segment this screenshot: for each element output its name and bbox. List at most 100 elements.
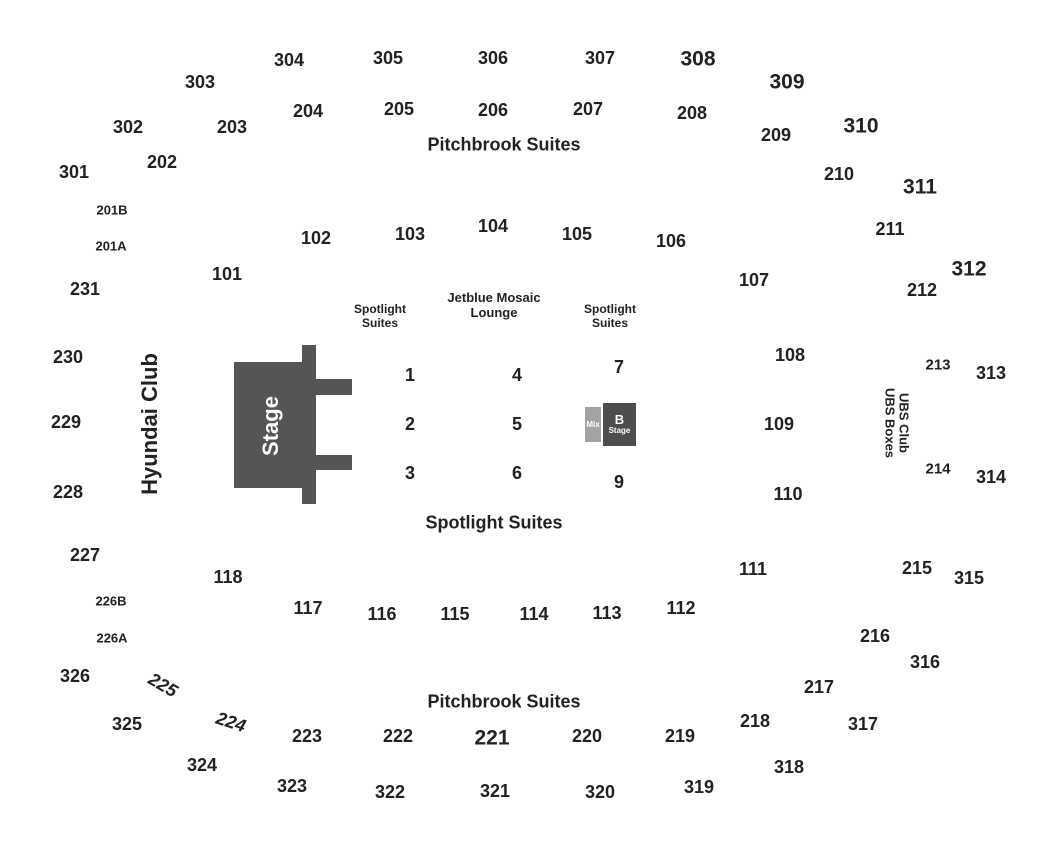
section-227[interactable]: 227 [69, 545, 101, 565]
section-317[interactable]: 317 [847, 714, 879, 734]
section-221[interactable]: 221 [474, 726, 510, 750]
section-114[interactable]: 114 [519, 604, 549, 624]
section-211[interactable]: 211 [875, 219, 905, 239]
ubs-club-label: UBS Club UBS Boxes [882, 388, 911, 458]
hyundai-club-label: Hyundai Club [137, 353, 162, 495]
section-104[interactable]: 104 [477, 216, 509, 236]
b-stage[interactable]: B Stage [603, 403, 636, 446]
section-315[interactable]: 315 [953, 568, 985, 588]
section-222[interactable]: 222 [382, 726, 414, 746]
section-310[interactable]: 310 [843, 114, 879, 138]
section-205[interactable]: 205 [383, 99, 415, 119]
section-214[interactable]: 214 [925, 460, 951, 478]
section-107[interactable]: 107 [738, 270, 770, 290]
mix-position: Mix [585, 407, 601, 442]
section-313[interactable]: 313 [975, 363, 1007, 383]
spotlight-suites-right-line1: Spotlight [584, 302, 636, 317]
floor-section-4[interactable]: 4 [511, 365, 523, 385]
section-231[interactable]: 231 [69, 279, 101, 299]
mix-label: Mix [586, 420, 600, 429]
section-118[interactable]: 118 [213, 567, 243, 587]
lounge-line2: Lounge [470, 305, 518, 320]
section-115[interactable]: 115 [440, 604, 470, 624]
section-320[interactable]: 320 [584, 782, 616, 802]
section-318[interactable]: 318 [773, 757, 805, 777]
section-309[interactable]: 309 [769, 70, 805, 94]
section-226a[interactable]: 226A [96, 630, 128, 646]
section-220[interactable]: 220 [571, 726, 603, 746]
section-304[interactable]: 304 [273, 50, 305, 70]
pitchbrook-suites-bottom: Pitchbrook Suites [427, 691, 581, 712]
spotlight-suites-left-line1: Spotlight [354, 302, 406, 317]
section-307[interactable]: 307 [584, 48, 616, 68]
section-106[interactable]: 106 [655, 231, 687, 251]
floor-section-5[interactable]: 5 [511, 414, 523, 434]
section-305[interactable]: 305 [372, 48, 404, 68]
section-217[interactable]: 217 [803, 677, 835, 697]
section-108[interactable]: 108 [774, 345, 806, 365]
section-308[interactable]: 308 [680, 47, 716, 71]
section-316[interactable]: 316 [909, 652, 941, 672]
section-326[interactable]: 326 [59, 666, 91, 686]
section-306[interactable]: 306 [477, 48, 509, 68]
floor-section-1[interactable]: 1 [404, 365, 416, 385]
section-112[interactable]: 112 [666, 598, 696, 618]
section-216[interactable]: 216 [859, 626, 891, 646]
section-324[interactable]: 324 [186, 755, 218, 775]
spotlight-suites-left-line2: Suites [361, 316, 399, 330]
section-230[interactable]: 230 [52, 347, 84, 367]
section-202[interactable]: 202 [146, 152, 178, 172]
section-212[interactable]: 212 [906, 280, 938, 300]
section-223[interactable]: 223 [291, 726, 323, 746]
section-302[interactable]: 302 [112, 117, 144, 137]
section-301[interactable]: 301 [58, 162, 90, 182]
section-203[interactable]: 203 [216, 117, 248, 137]
floor-section-2[interactable]: 2 [404, 414, 416, 434]
section-101[interactable]: 101 [211, 264, 243, 284]
section-311[interactable]: 311 [903, 175, 937, 199]
section-208[interactable]: 208 [676, 103, 708, 123]
section-201b[interactable]: 201B [96, 202, 128, 218]
section-213[interactable]: 213 [925, 356, 951, 374]
section-226b[interactable]: 226B [95, 593, 127, 609]
section-110[interactable]: 110 [773, 484, 803, 504]
floor-section-9[interactable]: 9 [613, 472, 625, 492]
section-314[interactable]: 314 [975, 467, 1007, 487]
spotlight-suites-right-line2: Suites [591, 316, 629, 330]
section-321[interactable]: 321 [479, 781, 511, 801]
floor-section-3[interactable]: 3 [404, 463, 416, 483]
section-206[interactable]: 206 [477, 100, 509, 120]
section-102[interactable]: 102 [300, 228, 332, 248]
section-105[interactable]: 105 [561, 224, 593, 244]
main-stage-shape[interactable] [234, 345, 352, 504]
section-323[interactable]: 323 [276, 776, 308, 796]
section-117[interactable]: 117 [293, 598, 323, 618]
spotlight-suites-main: Spotlight Suites [425, 512, 563, 533]
section-103[interactable]: 103 [394, 224, 426, 244]
section-219[interactable]: 219 [664, 726, 696, 746]
b-stage-letter: B [614, 411, 625, 427]
section-319[interactable]: 319 [683, 777, 715, 797]
section-116[interactable]: 116 [367, 604, 397, 624]
section-207[interactable]: 207 [572, 99, 604, 119]
section-204[interactable]: 204 [292, 101, 324, 121]
section-312[interactable]: 312 [951, 257, 987, 281]
section-113[interactable]: 113 [592, 603, 622, 623]
section-218[interactable]: 218 [739, 711, 771, 731]
section-228[interactable]: 228 [52, 482, 84, 502]
b-stage-label: Stage [608, 426, 631, 436]
section-201a[interactable]: 201A [95, 238, 127, 254]
section-209[interactable]: 209 [760, 125, 792, 145]
section-109[interactable]: 109 [763, 414, 795, 434]
section-322[interactable]: 322 [374, 782, 406, 802]
section-215[interactable]: 215 [901, 558, 933, 578]
section-229[interactable]: 229 [50, 412, 82, 432]
floor-section-6[interactable]: 6 [511, 463, 523, 483]
floor-section-7[interactable]: 7 [613, 357, 625, 377]
section-325[interactable]: 325 [111, 714, 143, 734]
section-111[interactable]: 111 [738, 559, 768, 579]
pitchbrook-suites-top: Pitchbrook Suites [427, 134, 581, 155]
section-303[interactable]: 303 [184, 72, 216, 92]
section-210[interactable]: 210 [823, 164, 855, 184]
